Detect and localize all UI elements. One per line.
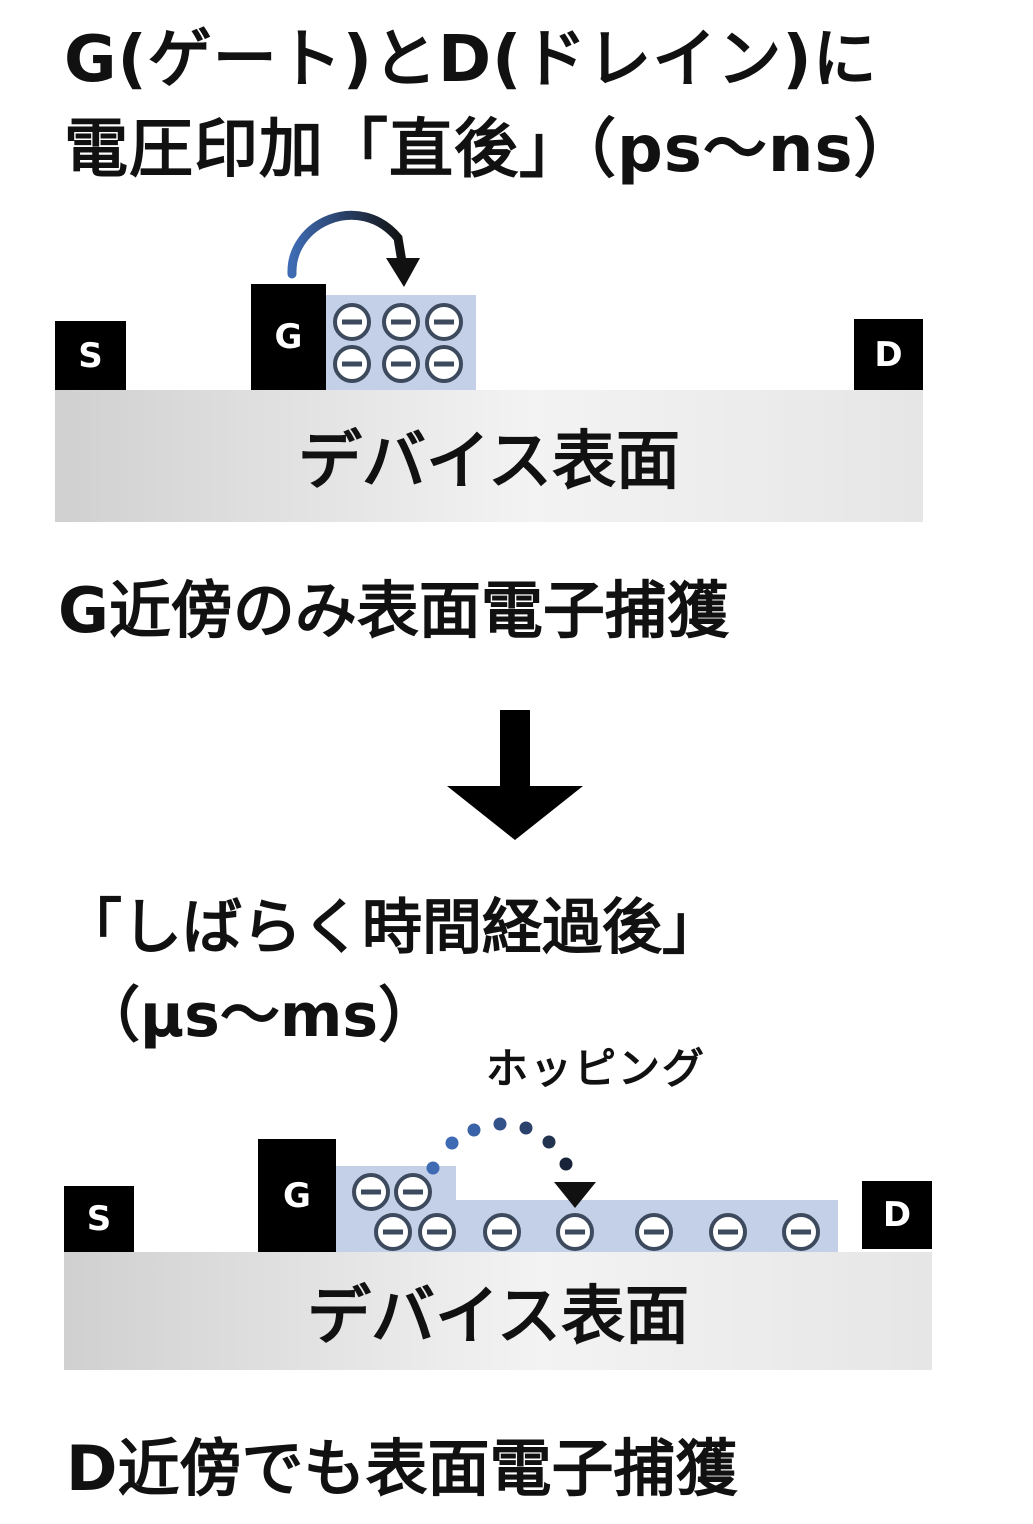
caption-before: G近傍のみ表面電子捕獲 [58, 574, 729, 647]
device-surface: デバイス表面 [55, 390, 923, 522]
drain-label: D [882, 1195, 912, 1235]
electron-minus-icon [782, 1213, 820, 1251]
dotted-arrow-icon [426, 1117, 596, 1208]
curved-arrow-icon [287, 210, 420, 287]
source-label: S [78, 335, 103, 376]
electron-minus-icon [418, 1213, 456, 1251]
device-surface: デバイス表面 [64, 1252, 932, 1370]
electron-minus-icon [483, 1213, 521, 1251]
gate-electrode: G [258, 1139, 336, 1252]
gate-electrode: G [251, 284, 326, 390]
electron-minus-icon [352, 1173, 390, 1211]
electron-minus-icon [425, 345, 463, 383]
hopping-label: ホッピング [486, 1044, 707, 1093]
electron-minus-icon [709, 1213, 747, 1251]
gate-label: G [283, 1175, 311, 1216]
electron-minus-icon [374, 1213, 412, 1251]
drain-label: D [874, 334, 903, 375]
after-title-line-1: 「しばらく時間経過後」 [62, 893, 722, 963]
source-electrode: S [64, 1186, 134, 1252]
electron-minus-icon [556, 1213, 594, 1251]
electrons [333, 303, 820, 1251]
electron-minus-icon [382, 345, 420, 383]
title-line-1: G(ゲート)とD(ドレイン)に [64, 23, 878, 97]
electron-minus-icon [382, 303, 420, 341]
after-title-line-2: （μs〜ms） [80, 981, 439, 1051]
electron-minus-icon [425, 303, 463, 341]
source-label: S [86, 1199, 112, 1239]
title-line-2: 電圧印加「直後」（ps〜ns） [64, 113, 919, 187]
drain-electrode: D [854, 319, 923, 390]
caption-after: D近傍でも表面電子捕獲 [66, 1432, 738, 1505]
electron-minus-icon [394, 1173, 432, 1211]
source-electrode: S [55, 321, 126, 390]
drain-electrode: D [862, 1181, 932, 1249]
electron-minus-icon [333, 303, 371, 341]
electron-minus-icon [333, 345, 371, 383]
device-surface-label: デバイス表面 [297, 425, 681, 499]
device-surface-label: デバイス表面 [306, 1280, 690, 1354]
gate-label: G [274, 317, 303, 357]
electron-minus-icon [635, 1213, 673, 1251]
